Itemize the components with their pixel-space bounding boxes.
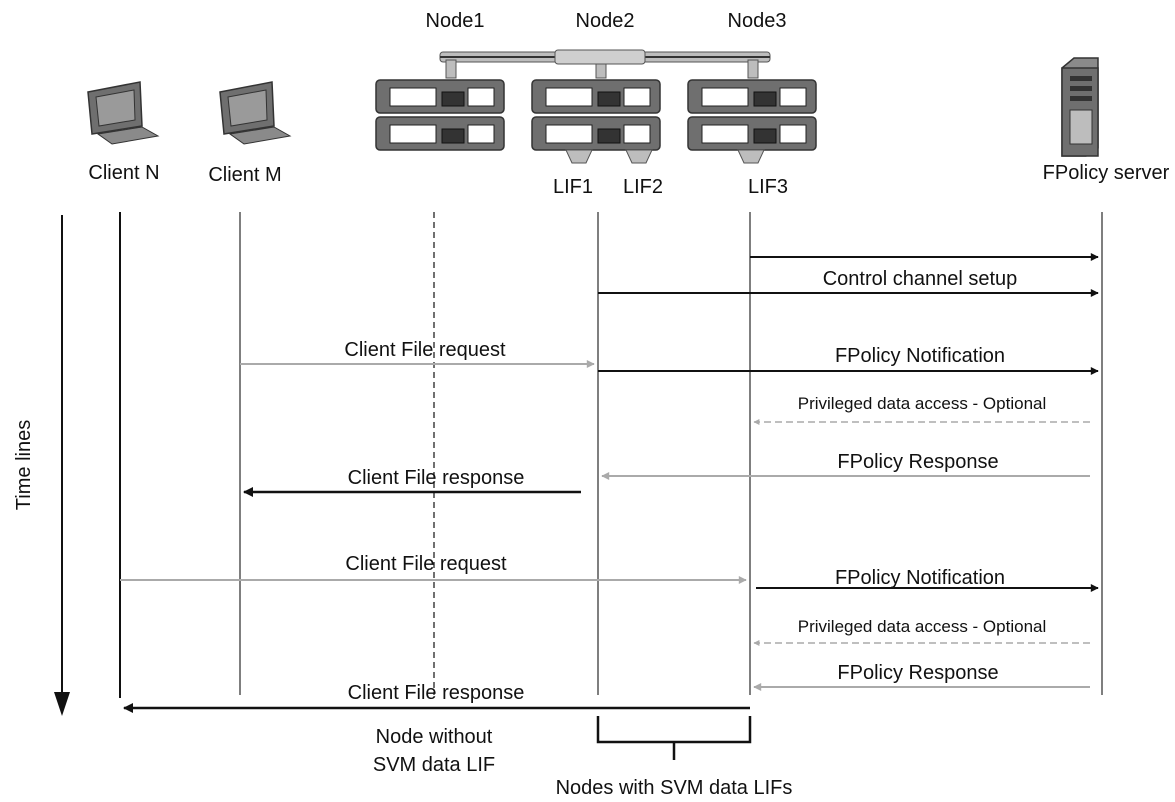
- node3-label: Node3: [728, 10, 787, 32]
- node3-icon: [687, 79, 817, 164]
- node1-label: Node1: [426, 10, 485, 32]
- control-setup-label: Control channel setup: [823, 268, 1018, 290]
- response-2-label: FPolicy Response: [837, 662, 998, 684]
- lif1-label: LIF1: [553, 176, 593, 198]
- node2-icon: [531, 79, 661, 164]
- fpolicy-server-icon: [1061, 57, 1099, 157]
- client-n-label: Client N: [88, 162, 159, 184]
- response-1-label: FPolicy Response: [837, 451, 998, 473]
- notification-1-label: FPolicy Notification: [835, 345, 1005, 367]
- node-without-label-line2: SVM data LIF: [373, 754, 495, 776]
- cluster-interconnect: [439, 49, 771, 79]
- client-m-label: Client M: [208, 164, 281, 186]
- privileged-1-label: Privileged data access - Optional: [798, 394, 1047, 413]
- client-response-2-label: Client File response: [348, 682, 525, 704]
- lif3-label: LIF3: [748, 176, 788, 198]
- fpolicy-server-label: FPolicy server: [1043, 162, 1170, 184]
- client-m-computer-icon: [219, 81, 292, 145]
- client-request-1-label: Client File request: [344, 339, 506, 361]
- lif2-label: LIF2: [623, 176, 663, 198]
- nodes-with-lifs-bracket: [596, 716, 752, 760]
- client-request-2-label: Client File request: [345, 553, 507, 575]
- client-n-computer-icon: [87, 81, 160, 145]
- nodes-with-lifs-label: Nodes with SVM data LIFs: [556, 777, 793, 799]
- time-axis-arrowhead: [54, 692, 70, 716]
- time-lines-label: Time lines: [13, 420, 35, 510]
- node1-icon: [375, 79, 505, 151]
- node-without-label-line1: Node without: [376, 726, 493, 748]
- notification-2-label: FPolicy Notification: [835, 567, 1005, 589]
- privileged-2-label: Privileged data access - Optional: [798, 617, 1047, 636]
- client-response-1-label: Client File response: [348, 467, 525, 489]
- node2-label: Node2: [576, 10, 635, 32]
